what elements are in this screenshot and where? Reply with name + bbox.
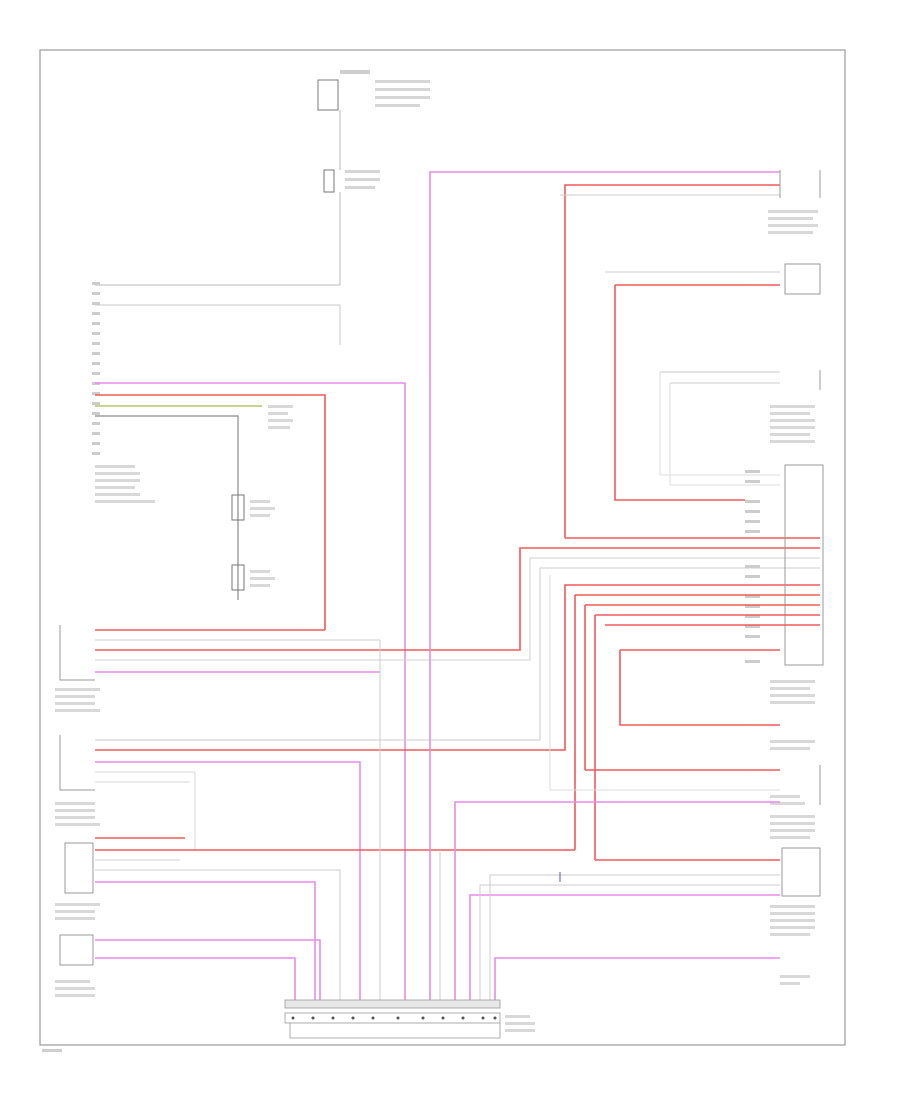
mid-fuse-1 xyxy=(231,494,245,521)
left-connector-pins xyxy=(92,282,100,455)
footer-mark xyxy=(42,1049,62,1052)
left-module-label xyxy=(95,465,155,503)
bottom-connector xyxy=(284,999,535,1039)
wire-pink-1 xyxy=(95,382,406,1000)
mid-fuse-2 xyxy=(231,564,245,591)
diagram-frame xyxy=(39,49,846,1046)
wire-red-1 xyxy=(95,394,326,630)
wire-pink-top xyxy=(429,171,780,1000)
top-component-group xyxy=(95,70,430,286)
fuse-symbol xyxy=(323,169,335,193)
wire-gray-1 xyxy=(95,415,239,600)
left-module-3 xyxy=(64,842,94,894)
right-connector xyxy=(784,464,824,666)
wire-red-2 xyxy=(95,547,820,651)
top-fuse-box xyxy=(317,79,339,111)
